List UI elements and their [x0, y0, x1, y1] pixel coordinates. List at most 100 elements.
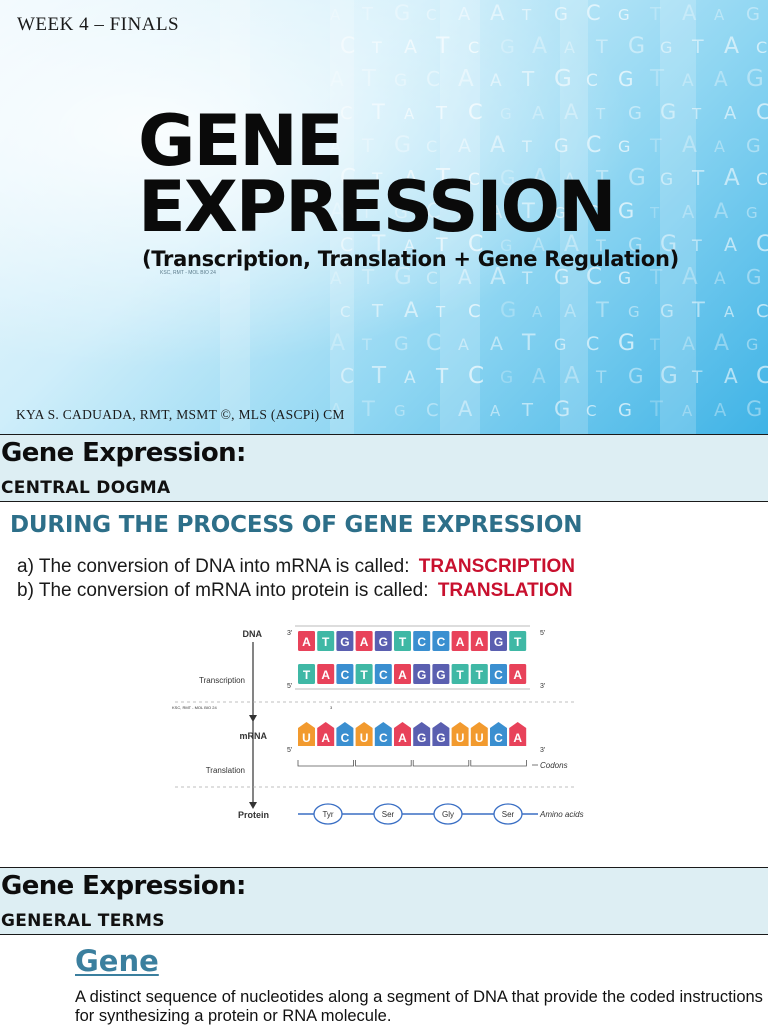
dna-base-letter: G	[379, 635, 388, 649]
codons-label: Codons	[540, 761, 568, 770]
background-base-letter: G	[500, 166, 516, 190]
diagram-watermark: KSC, RMT - MOL BIO 24	[172, 705, 217, 710]
mrna-base	[509, 722, 527, 746]
dna-base-bottom	[298, 664, 315, 684]
background-base-letter: A	[404, 105, 415, 123]
dna-base-letter: G	[494, 635, 503, 649]
background-base-letter: C	[586, 71, 598, 91]
background-base-letter: G	[660, 301, 674, 322]
background-base-letter: A	[490, 402, 501, 420]
dna-base-top	[336, 631, 354, 651]
background-base-letter: A	[714, 6, 725, 24]
item-text: The conversion of DNA into mRNA is calle…	[38, 556, 410, 577]
background-base-letter: C	[756, 301, 768, 322]
dna-base-bottom	[355, 664, 373, 684]
background-base-letter: A	[714, 67, 728, 91]
background-base-letter: A	[724, 303, 735, 321]
background-base-letter: T	[649, 204, 660, 222]
background-base-letter: C	[756, 170, 768, 190]
background-base-letter: G	[628, 165, 646, 191]
amino-acid-label: Tyr	[322, 810, 333, 819]
background-base-letter: G	[618, 67, 634, 91]
background-base-letter: A	[564, 301, 577, 322]
background-base-letter: G	[554, 397, 570, 421]
background-base-letter: T	[521, 331, 536, 356]
mrna-base-letter: G	[436, 731, 445, 745]
cover-title-line1: GENE	[138, 100, 344, 182]
item-answer: TRANSLATION	[437, 580, 573, 601]
background-base-letter: T	[435, 165, 451, 191]
background-base-letter: G	[618, 6, 630, 24]
mrna-base	[374, 722, 392, 746]
background-base-letter: A	[490, 1, 505, 25]
dna-label: DNA	[243, 629, 263, 639]
dna-base-bottom	[413, 664, 431, 684]
background-base-letter: A	[682, 133, 697, 158]
background-base-letter: G	[746, 265, 762, 289]
background-base-letter: C	[426, 199, 441, 223]
background-base-letter: C	[340, 165, 356, 191]
mrna-base-letter: A	[398, 731, 407, 745]
background-base-letter: T	[435, 103, 448, 124]
background-base-letter: C	[426, 137, 437, 156]
item-text: The conversion of mRNA into protein is c…	[38, 580, 429, 601]
term-definition: A distinct sequence of nucleotides along…	[75, 988, 763, 1025]
dna-base-top	[490, 631, 507, 651]
background-base-letter: A	[682, 402, 693, 420]
background-base-letter: A	[330, 67, 344, 91]
cover-title-line2: EXPRESSION	[138, 166, 617, 248]
background-base-letter: A	[724, 234, 737, 256]
background-base-letter: A	[564, 170, 576, 190]
background-base-letter: T	[595, 36, 608, 58]
week-label: WEEK 4 – FINALS	[17, 14, 180, 35]
dna-base-top	[374, 631, 392, 651]
term-heading: Gene	[75, 944, 159, 978]
background-base-letter: T	[521, 137, 532, 156]
background-base-letter: T	[371, 301, 384, 322]
background-base-letter: A	[458, 265, 472, 289]
dna-base-letter: T	[360, 668, 368, 682]
background-base-letter: A	[330, 6, 341, 24]
light-stripe	[330, 0, 354, 435]
dna-base-letter: A	[302, 635, 311, 649]
mrna-base-letter: U	[302, 731, 311, 745]
background-base-letter: G	[628, 364, 644, 388]
dna-base-bottom	[432, 664, 450, 684]
translation-label: Translation	[206, 766, 245, 775]
dna-base-letter: C	[379, 668, 388, 682]
background-base-letter: A	[532, 34, 547, 59]
background-base-letter: G	[394, 264, 412, 290]
background-base-letter: G	[746, 204, 758, 222]
background-base-letter: G	[554, 204, 566, 222]
background-base-letter: A	[564, 38, 575, 57]
background-base-letter: A	[682, 264, 698, 290]
dna-base-top	[470, 631, 488, 651]
strand-end-label: 3'	[540, 683, 545, 690]
background-base-letter: C	[468, 170, 480, 190]
background-base-letter: C	[586, 1, 601, 25]
background-base-letter: C	[340, 34, 355, 59]
amino-acid-bead	[373, 803, 403, 825]
background-base-letter: A	[458, 66, 474, 92]
background-base-letter: T	[595, 166, 609, 190]
background-base-letter: A	[724, 34, 739, 59]
item-prefix: b)	[17, 580, 34, 601]
dna-base-top	[413, 631, 431, 651]
background-base-letter: G	[660, 100, 676, 124]
mrna-base-letter: U	[456, 731, 465, 745]
mrna-base	[355, 722, 373, 746]
background-base-letter: T	[521, 6, 532, 24]
background-base-letter: C	[586, 264, 602, 290]
background-base-letter: T	[649, 397, 663, 421]
mrna-base-letter: U	[475, 731, 484, 745]
strand-end-label: 5'	[287, 683, 292, 690]
background-base-letter: G	[628, 303, 640, 321]
background-base-letter: G	[500, 298, 516, 322]
mrna-base	[394, 722, 411, 746]
background-base-letter: G	[500, 368, 513, 388]
background-base-letter: T	[435, 234, 448, 256]
dna-base-bottom	[317, 664, 335, 684]
dna-base-letter: A	[321, 668, 330, 682]
mrna-base	[317, 722, 335, 746]
